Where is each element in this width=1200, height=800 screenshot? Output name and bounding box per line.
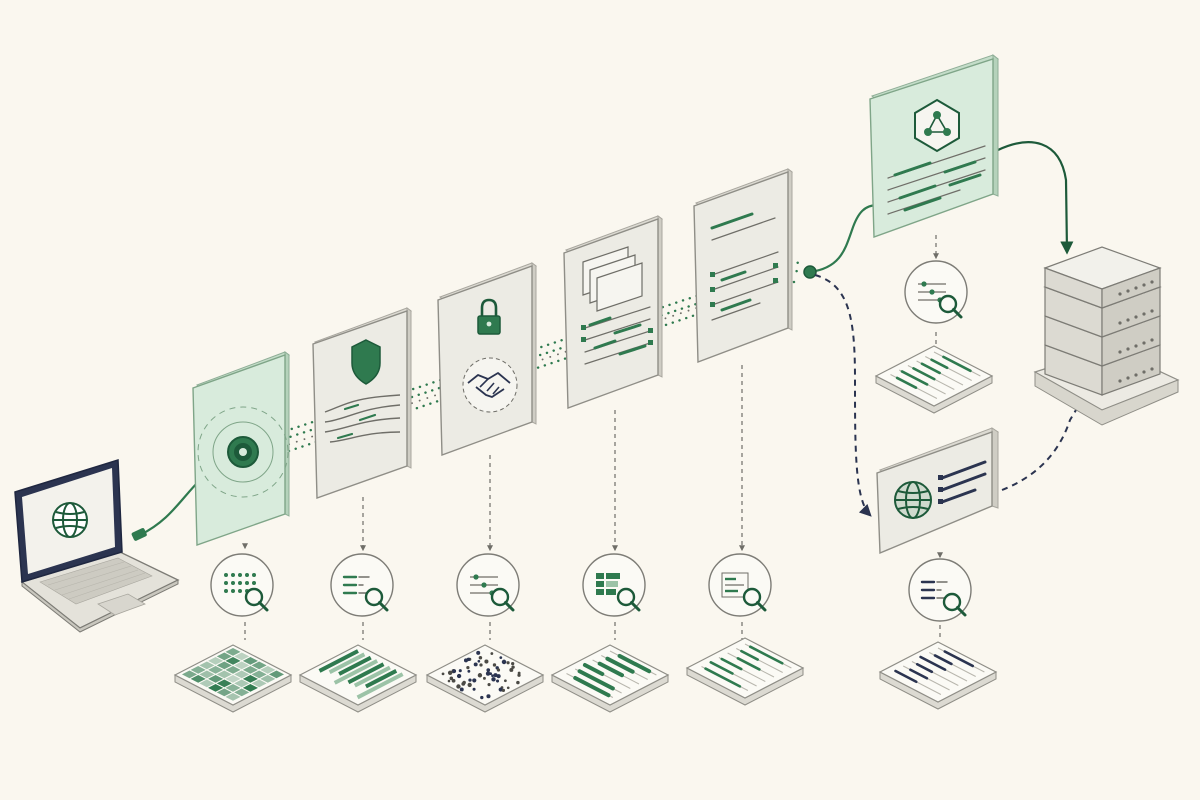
shield-flow-lines bbox=[324, 394, 401, 443]
stage-capture-panel bbox=[192, 351, 291, 546]
inspect-shield bbox=[330, 553, 394, 617]
handshake-icon bbox=[462, 357, 518, 413]
laptop-keyboard bbox=[39, 557, 153, 605]
upper-branch-line bbox=[809, 203, 879, 274]
inspect-capture bbox=[210, 553, 274, 617]
stage-handshake-panel bbox=[437, 262, 538, 456]
stage-document-face bbox=[693, 171, 789, 364]
laptop-base-edge bbox=[21, 579, 179, 633]
globe-icon bbox=[52, 502, 88, 538]
magnifier-icon bbox=[742, 587, 767, 612]
tile-graph bbox=[874, 345, 994, 414]
tile-globe bbox=[878, 641, 998, 710]
inspect-handshake bbox=[456, 553, 520, 617]
lower-branch-line bbox=[814, 274, 872, 517]
magnifier-icon bbox=[942, 592, 967, 617]
stage-windows-face bbox=[563, 218, 659, 409]
junction-node bbox=[803, 265, 817, 279]
graph-panel-lines bbox=[887, 145, 986, 215]
shield-icon bbox=[351, 339, 381, 385]
tile-document bbox=[685, 637, 805, 706]
document-markers bbox=[710, 263, 778, 307]
cable-plug bbox=[131, 528, 147, 541]
stage-windows-panel bbox=[563, 215, 664, 409]
branch-globe-panel bbox=[876, 427, 1000, 555]
lock-icon bbox=[477, 298, 501, 335]
target-icon bbox=[197, 406, 289, 498]
laptop bbox=[14, 458, 180, 633]
document-lines-icon bbox=[710, 212, 779, 321]
globe-icon bbox=[894, 481, 932, 519]
output-tiles bbox=[173, 345, 998, 713]
stage-shield-face bbox=[312, 310, 408, 499]
server-led-dots bbox=[1118, 280, 1154, 383]
inspect-windows bbox=[582, 553, 646, 617]
graph-to-server-line bbox=[997, 141, 1074, 255]
windows-list-markers bbox=[581, 325, 653, 345]
tile-handshake bbox=[425, 644, 545, 713]
magnifier-icon bbox=[490, 587, 515, 612]
server-stack-icon bbox=[1033, 246, 1180, 426]
hexagon-graph-icon bbox=[914, 98, 960, 153]
globe-to-server-line bbox=[1001, 392, 1087, 491]
magnifier-icon bbox=[616, 587, 641, 612]
stacked-windows-icon bbox=[582, 246, 643, 312]
stage-document-panel bbox=[693, 168, 794, 364]
globe-card-lines bbox=[938, 460, 987, 504]
inspection-circles bbox=[210, 260, 972, 622]
stage-shield-panel bbox=[312, 307, 413, 499]
magnifier-icon bbox=[244, 587, 269, 612]
tile-windows bbox=[550, 644, 670, 713]
inspect-globe bbox=[908, 558, 972, 622]
tile-shield bbox=[298, 644, 418, 713]
windows-list-lines bbox=[584, 306, 651, 365]
laptop-trackpad bbox=[97, 593, 146, 616]
inspect-document bbox=[708, 553, 772, 617]
branch-globe-face bbox=[876, 431, 993, 555]
magnifier-icon bbox=[364, 587, 389, 612]
magnifier-icon bbox=[938, 294, 963, 319]
tile-capture bbox=[173, 644, 293, 713]
drop-lines bbox=[242, 235, 943, 640]
inspect-graph bbox=[904, 260, 968, 324]
branch-graph-panel bbox=[869, 53, 1000, 238]
